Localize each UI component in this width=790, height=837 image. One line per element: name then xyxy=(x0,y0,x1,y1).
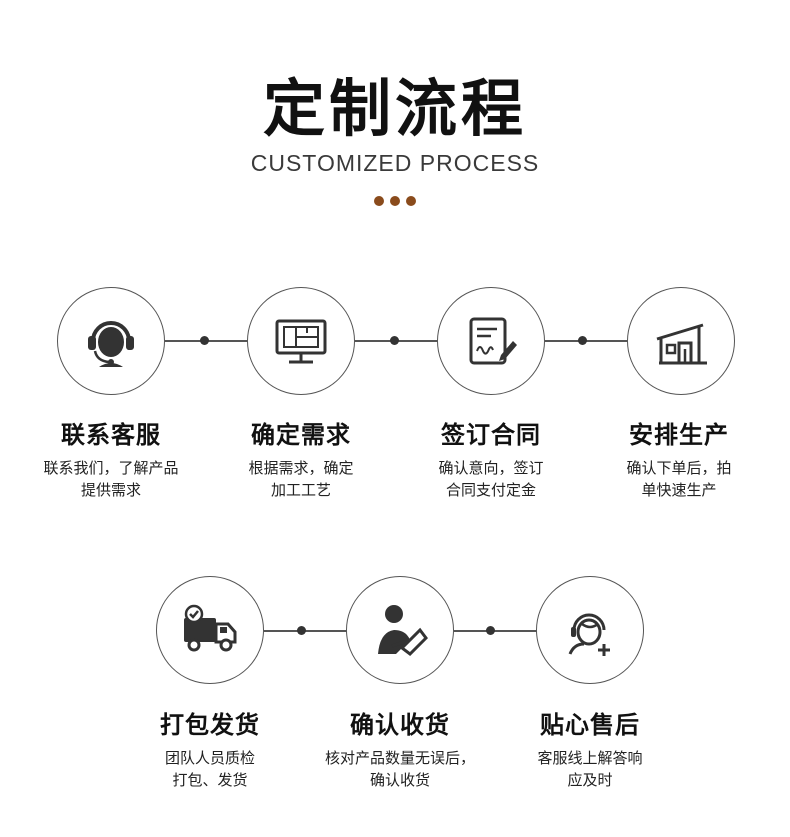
step-title: 打包发货 xyxy=(160,711,260,739)
connector-line xyxy=(454,630,538,632)
headset-agent-icon xyxy=(88,321,134,367)
step-desc: 确认下单后，拍 xyxy=(626,459,732,477)
step-desc: 应及时 xyxy=(567,771,613,789)
connector-dot xyxy=(578,336,587,345)
step-desc: 核对产品数量无误后， xyxy=(324,749,475,767)
step-desc: 提供需求 xyxy=(80,481,141,499)
step-icon-circle xyxy=(627,287,735,395)
step-icon-circle xyxy=(536,576,644,684)
step-title: 确认收货 xyxy=(350,711,450,739)
step-icon-circle xyxy=(437,287,545,395)
step-desc: 根据需求，确定 xyxy=(248,459,354,477)
step-desc: 客服线上解答响 xyxy=(537,749,643,767)
accent-dot xyxy=(406,196,416,206)
step-desc: 联系我们，了解产品 xyxy=(43,459,179,477)
accent-dot xyxy=(374,196,384,206)
step-desc: 合同支付定金 xyxy=(445,481,536,499)
step-title: 联系客服 xyxy=(61,421,161,449)
step-desc: 单快速生产 xyxy=(641,481,717,499)
connector-dot xyxy=(390,336,399,345)
step-desc: 确认意向，签订 xyxy=(438,459,544,477)
step-title: 贴心售后 xyxy=(540,711,640,739)
delivery-truck-icon xyxy=(184,604,237,652)
decorative-dots xyxy=(0,196,790,206)
connector-dot xyxy=(486,626,495,635)
step-title: 安排生产 xyxy=(629,421,729,449)
step-title: 签订合同 xyxy=(441,421,541,449)
connector-dot xyxy=(297,626,306,635)
support-plus-icon xyxy=(568,613,610,656)
person-checking-icon xyxy=(378,605,428,656)
page-subtitle: CUSTOMIZED PROCESS xyxy=(250,150,540,176)
step-title: 确定需求 xyxy=(251,421,351,449)
connector-dot xyxy=(200,336,209,345)
page-title: 定制流程 xyxy=(262,72,527,145)
accent-dot xyxy=(390,196,400,206)
step-desc: 加工工艺 xyxy=(270,481,331,499)
connector-line xyxy=(264,630,348,632)
step-icon-circle xyxy=(346,576,454,684)
step-icon-circle xyxy=(247,287,355,395)
step-desc: 打包、发货 xyxy=(172,771,248,789)
step-icon-circle xyxy=(57,287,165,395)
step-icon-circle xyxy=(156,576,264,684)
factory-icon xyxy=(656,323,707,365)
step-desc: 确认收货 xyxy=(369,771,430,789)
step-desc: 团队人员质检 xyxy=(164,749,255,767)
blueprint-monitor-icon xyxy=(275,319,327,364)
contract-sign-icon xyxy=(469,317,517,365)
